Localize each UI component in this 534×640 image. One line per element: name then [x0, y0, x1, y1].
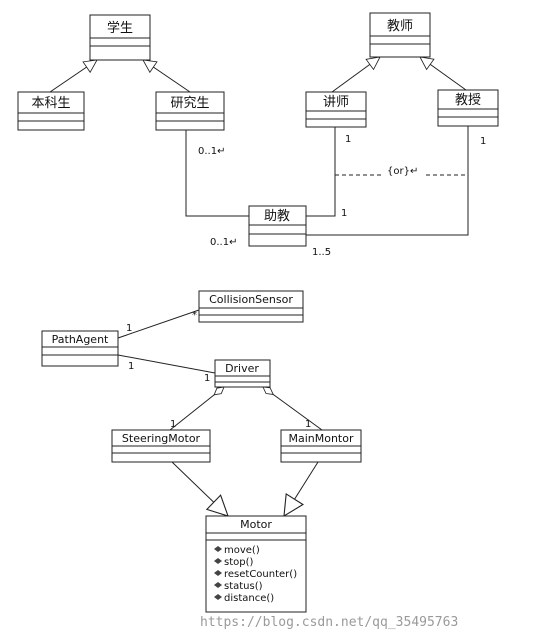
motor-operation: move()	[224, 545, 260, 556]
gen-main-motor	[284, 461, 319, 516]
gen-lecturer-teacher	[331, 57, 380, 93]
class-ta-name: 助教	[264, 208, 290, 224]
class-student[interactable]: 学生	[89, 14, 151, 61]
agg-steering-driver	[169, 387, 224, 431]
class-professor[interactable]: 教授	[437, 89, 499, 127]
gen-graduate-student	[143, 60, 191, 93]
class-undergrad[interactable]: 本科生	[17, 91, 85, 131]
class-student-name: 学生	[107, 20, 133, 36]
class-professor-name: 教授	[455, 92, 481, 108]
mult-path-collision-path: 1	[126, 323, 132, 334]
assoc-professor-ta	[306, 126, 469, 236]
motor-operation: resetCounter()	[224, 569, 297, 580]
or-constraint: {or}↵	[383, 163, 425, 178]
mult-ta-bottom-right: 1..5	[312, 247, 331, 258]
operation-icon	[214, 558, 222, 564]
class-collision-sensor[interactable]: CollisionSensor	[198, 290, 304, 323]
gen-undergrad-student	[49, 60, 97, 93]
motor-operation: status()	[224, 581, 263, 592]
operation-icon	[214, 570, 222, 576]
mult-graduate-end: 0..1↵	[198, 146, 225, 157]
agg-main-driver	[263, 387, 323, 431]
class-main-motor[interactable]: MainMontor	[280, 429, 362, 463]
gen-steering-motor	[171, 461, 228, 516]
mult-path-driver-path: 1	[128, 361, 134, 372]
assoc-path-collision	[117, 309, 200, 339]
class-motor[interactable]: Motor move()stop()resetCounter()status()…	[205, 515, 307, 613]
gen-professor-teacher	[420, 57, 467, 91]
operation-icon	[214, 582, 222, 588]
operation-icon	[214, 546, 222, 552]
motor-operation-list: move()stop()resetCounter()status()distan…	[214, 545, 297, 604]
diagram-1	[49, 57, 469, 236]
class-steering-motor-name: SteeringMotor	[122, 432, 201, 445]
assoc-path-driver	[117, 354, 216, 374]
mult-ta-lecturer-end: 1	[341, 208, 347, 219]
motor-operation: stop()	[224, 557, 253, 568]
class-lecturer-name: 讲师	[323, 95, 349, 110]
assoc-lecturer-ta	[306, 127, 336, 217]
watermark: https://blog.csdn.net/qq_35495763	[200, 615, 458, 630]
class-collision-sensor-name: CollisionSensor	[209, 293, 293, 306]
class-lecturer[interactable]: 讲师	[305, 91, 367, 128]
class-teacher-name: 教师	[387, 18, 413, 34]
class-steering-motor[interactable]: SteeringMotor	[111, 429, 211, 463]
mult-ta-bottom-left: 0..1↵	[210, 237, 237, 248]
class-driver[interactable]: Driver	[214, 359, 271, 388]
mult-path-collision-sensor: *	[192, 310, 197, 321]
operation-icon	[214, 594, 222, 600]
class-teacher[interactable]: 教师	[369, 12, 431, 58]
class-driver-name: Driver	[225, 362, 259, 375]
assoc-graduate-ta	[185, 130, 249, 217]
class-ta[interactable]: 助教	[248, 205, 307, 247]
mult-professor-end: 1	[480, 136, 486, 147]
or-constraint-label: {or}↵	[387, 166, 418, 177]
mult-driver-main: 1	[305, 419, 311, 430]
class-motor-name: Motor	[240, 518, 272, 531]
class-path-agent[interactable]: PathAgent	[41, 330, 119, 367]
motor-operation: distance()	[224, 593, 274, 604]
mult-path-driver-driver: 1	[204, 373, 210, 384]
mult-lecturer-end: 1	[345, 134, 351, 145]
class-undergrad-name: 本科生	[31, 96, 70, 111]
class-graduate-name: 研究生	[170, 96, 209, 111]
class-graduate[interactable]: 研究生	[155, 91, 225, 131]
diagram-2	[117, 309, 323, 516]
mult-driver-steering: 1	[170, 419, 176, 430]
class-main-motor-name: MainMontor	[288, 432, 353, 445]
class-path-agent-name: PathAgent	[52, 333, 109, 346]
